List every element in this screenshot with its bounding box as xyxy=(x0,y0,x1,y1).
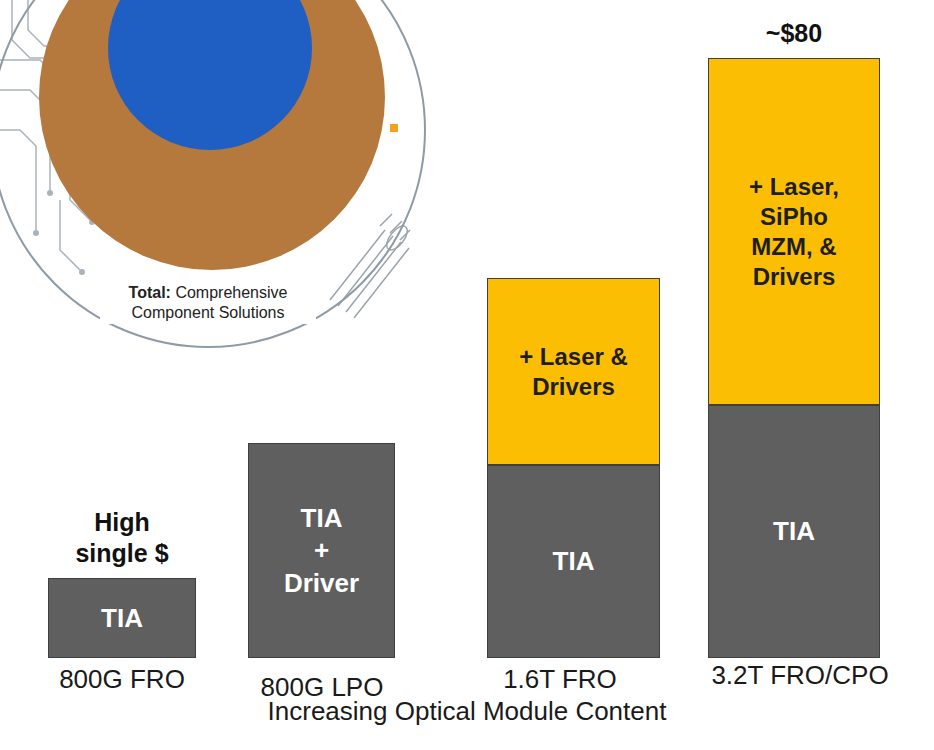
bar-segment: ~$80+ Laser, SiPho MZM, & Drivers xyxy=(708,58,880,405)
bar-label: + Laser, SiPho MZM, & Drivers xyxy=(733,172,855,292)
category-label: 3.2T FRO/CPO xyxy=(711,660,888,691)
caption-bold: Total: xyxy=(129,284,171,301)
illustration-disc: Total:Comprehensive Component Solutions xyxy=(0,0,426,348)
category-label: 1.6T FRO xyxy=(503,664,617,695)
bar-label: TIA xyxy=(101,602,143,635)
price-note: ~$80 xyxy=(766,18,822,49)
price-note: High single $ xyxy=(63,507,181,570)
orange-mark xyxy=(390,124,398,132)
bar-label: TIA xyxy=(553,545,595,578)
axis-title: Increasing Optical Module Content xyxy=(268,696,667,727)
category-label: 800G FRO xyxy=(59,664,185,695)
bar-segment: High single $TIA xyxy=(48,578,196,658)
bar-label: TIA xyxy=(773,515,815,548)
circle-caption: Total:Comprehensive Component Solutions xyxy=(100,282,316,324)
bar-segment: TIA xyxy=(708,405,880,658)
fiber-bundle xyxy=(330,214,411,318)
blue-core xyxy=(108,0,312,150)
bar-segment: + Laser & Drivers xyxy=(487,278,660,465)
bar-segment: TIA xyxy=(487,465,660,658)
copper-ring xyxy=(39,0,385,270)
bar-label: + Laser & Drivers xyxy=(503,342,645,402)
bar-segment: TIA + Driver xyxy=(248,443,395,658)
bar-label: TIA + Driver xyxy=(262,502,382,600)
outer-disc xyxy=(0,0,426,348)
